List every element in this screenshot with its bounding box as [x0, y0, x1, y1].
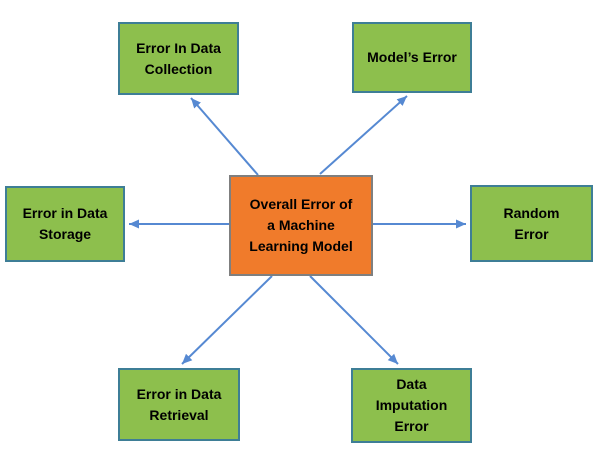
- arrow-to-error-in-data-collection: [190, 97, 259, 176]
- node-data-imputation-error: Data Imputation Error: [351, 368, 472, 443]
- node-error-in-data-retrieval: Error in Data Retrieval: [118, 368, 240, 441]
- node-random-error: Random Error: [470, 185, 593, 262]
- node-error-in-data-collection: Error In Data Collection: [118, 22, 239, 95]
- arrow-to-models-error: [319, 95, 408, 175]
- node-error-in-data-storage: Error in Data Storage: [5, 186, 125, 262]
- node-overall-error-center: Overall Error of a Machine Learning Mode…: [229, 175, 373, 276]
- arrow-to-data-imputation-error: [309, 275, 399, 365]
- arrow-to-error-in-data-retrieval: [181, 275, 273, 365]
- node-models-error: Model’s Error: [352, 22, 472, 93]
